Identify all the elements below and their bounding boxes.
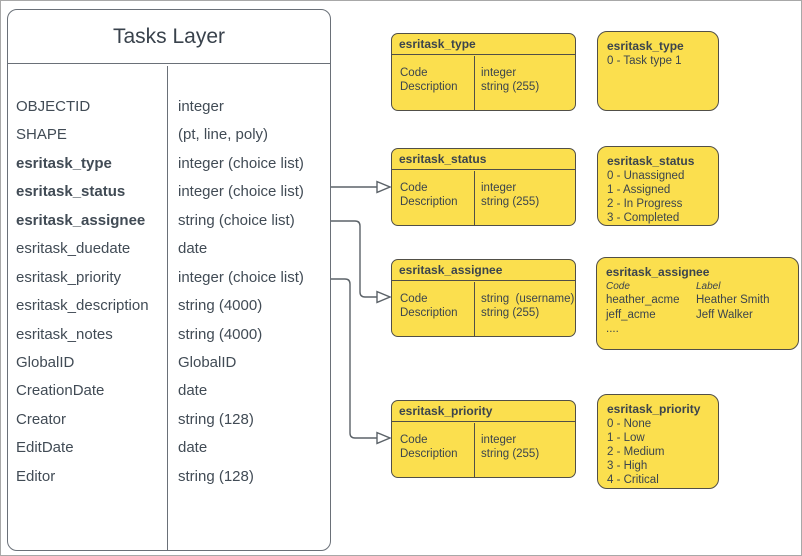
assignee-label: Heather Smith	[696, 294, 770, 306]
value-list-item: 2 - Medium	[607, 446, 665, 458]
column-divider	[474, 423, 475, 477]
field-name-column: OBJECTID SHAPE esritask_type esritask_st…	[8, 66, 168, 550]
value-list-title: esritask_type	[607, 39, 684, 53]
field-name: esritask_duedate	[16, 240, 131, 258]
value-list-item: 2 - In Progress	[607, 198, 683, 210]
domain-field-type: integer	[481, 434, 517, 446]
value-list-item: 1 - Low	[607, 432, 645, 444]
field-name: esritask_type	[16, 154, 112, 172]
domain-table-title: esritask_status	[392, 149, 575, 170]
field-type: integer (choice list)	[178, 268, 304, 286]
value-list-item: 3 - High	[607, 460, 648, 472]
field-name: GlobalID	[16, 353, 75, 371]
column-divider	[474, 282, 475, 336]
column-divider	[474, 56, 475, 110]
field-type: date	[178, 382, 208, 400]
field-name: OBJECTID	[16, 98, 91, 115]
value-list-esritask-type: esritask_type 0 - Task type 1	[597, 31, 719, 111]
domain-field-name: Description	[400, 307, 458, 319]
tasks-layer-table: Tasks Layer OBJECTID SHAPE esritask_type…	[7, 9, 331, 551]
field-type: integer	[178, 98, 224, 115]
domain-table-title: esritask_priority	[392, 401, 575, 422]
assignee-ellipsis: ....	[606, 323, 619, 335]
value-list-esritask-priority: esritask_priority 0 - None 1 - Low 2 - M…	[597, 394, 719, 489]
field-name: esritask_description	[16, 297, 149, 315]
connector-esritask-priority-line	[331, 278, 377, 439]
field-name: Editor	[16, 467, 56, 485]
field-type: date	[178, 439, 208, 457]
domain-table-title: esritask_type	[392, 34, 575, 55]
field-type: (pt, line, poly)	[178, 126, 269, 144]
domain-field-type: string (255)	[481, 448, 540, 460]
assignee-label-header: Label	[696, 281, 721, 292]
field-name: Creator	[16, 410, 67, 428]
field-name: SHAPE	[16, 126, 67, 144]
value-list-esritask-status: esritask_status 0 - Unassigned 1 - Assig…	[597, 146, 719, 226]
field-type-column: integer (pt, line, poly) integer (choice…	[168, 66, 330, 550]
field-name: esritask_status	[16, 183, 126, 201]
domain-field-name: Code	[400, 434, 428, 446]
domain-table-title: esritask_assignee	[392, 260, 575, 281]
domain-field-name: Code	[400, 67, 428, 79]
field-type: string (128)	[178, 467, 254, 485]
value-list-esritask-assignee: esritask_assignee Code Label heather_acm…	[596, 257, 799, 350]
domain-field-name: Description	[400, 81, 458, 93]
field-type: string (choice list)	[178, 211, 295, 229]
domain-field-type: string (username)	[481, 293, 575, 305]
field-name: EditDate	[16, 439, 74, 457]
field-type: string (4000)	[178, 297, 263, 315]
domain-field-name: Code	[400, 182, 428, 194]
value-list-item: 0 - Task type 1	[607, 55, 682, 67]
field-type: GlobalID	[178, 353, 237, 371]
open-arrowhead-icon	[376, 180, 392, 194]
field-name: CreationDate	[16, 382, 105, 400]
value-list-title: esritask_priority	[607, 402, 701, 416]
value-list-item: 0 - None	[607, 418, 652, 430]
domain-table-esritask-priority: esritask_priority Code Description integ…	[391, 400, 576, 478]
domain-field-type: string (255)	[481, 196, 540, 208]
column-divider	[474, 171, 475, 225]
field-name: esritask_assignee	[16, 211, 146, 229]
connector-esritask-assignee-line	[331, 220, 377, 298]
domain-table-esritask-status: esritask_status Code Description integer…	[391, 148, 576, 226]
domain-field-name: Description	[400, 196, 458, 208]
field-name: esritask_notes	[16, 325, 113, 343]
value-list-title: esritask_status	[607, 154, 695, 168]
assignee-code: heather_acme	[606, 294, 680, 306]
tasks-layer-body: OBJECTID SHAPE esritask_type esritask_st…	[8, 66, 330, 550]
assignee-label: Jeff Walker	[696, 308, 753, 321]
domain-table-esritask-assignee: esritask_assignee Code Description strin…	[391, 259, 576, 337]
domain-table-esritask-type: esritask_type Code Description integer s…	[391, 33, 576, 111]
open-arrowhead-icon	[376, 431, 392, 445]
field-type: integer (choice list)	[178, 183, 304, 201]
domain-field-name: Description	[400, 448, 458, 460]
value-list-title: esritask_assignee	[606, 265, 710, 279]
field-type: integer (choice list)	[178, 154, 304, 172]
value-list-item: 1 - Assigned	[607, 184, 671, 196]
value-list-item: 3 - Completed	[607, 212, 680, 224]
field-type: string (4000)	[178, 325, 263, 343]
field-name: esritask_priority	[16, 268, 122, 286]
domain-field-type: integer	[481, 67, 517, 79]
domain-field-type: string (255)	[481, 307, 540, 319]
field-type: date	[178, 240, 208, 258]
domain-field-name: Code	[400, 293, 428, 305]
value-list-item: 4 - Critical	[607, 474, 659, 486]
value-list-item: 0 - Unassigned	[607, 170, 685, 182]
assignee-code: jeff_acme	[606, 308, 656, 321]
domain-field-type: integer	[481, 182, 517, 194]
tasks-layer-title: Tasks Layer	[8, 10, 330, 64]
open-arrowhead-icon	[376, 290, 392, 304]
field-type: string (128)	[178, 410, 254, 428]
assignee-code-header: Code	[606, 281, 630, 292]
domain-field-type: string (255)	[481, 81, 540, 93]
